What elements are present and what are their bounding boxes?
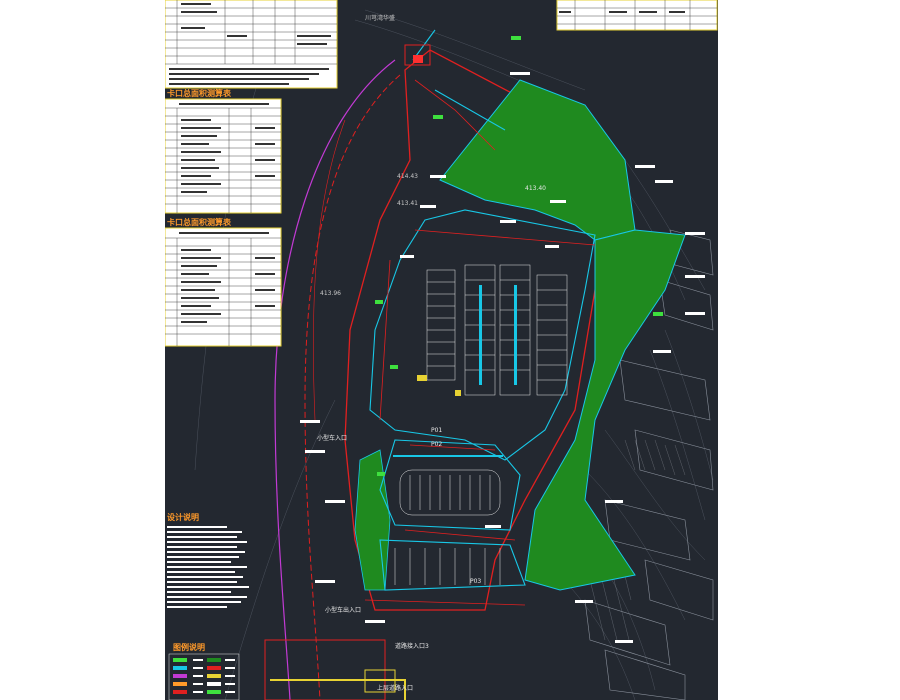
site-label-top: 川芎湾华盛 <box>365 14 395 22</box>
notes-body <box>167 526 249 608</box>
table-top-right <box>556 0 718 31</box>
green-zone-west-strip <box>354 449 391 591</box>
parking-stalls <box>426 264 568 396</box>
elevation-left-arc: 413.96 <box>320 290 341 297</box>
red-inner-lines <box>364 79 596 606</box>
building-footprints <box>584 229 714 700</box>
parking-code-1: P01 <box>431 427 442 434</box>
entrance-label-1: 小型车入口 <box>317 434 347 442</box>
green-markers <box>375 36 663 476</box>
green-zone-east <box>524 229 686 591</box>
table-2-title: 卡口总面积测算表 <box>167 88 232 98</box>
green-zone-north <box>439 79 636 241</box>
parking-code-2: P02 <box>431 441 442 448</box>
cad-drawing-viewport[interactable]: 413.40 414.43 413.41 413.96 川芎湾华盛 小型车入口 … <box>165 0 718 700</box>
red-boundary-arc <box>304 74 401 700</box>
table-3 <box>165 227 282 347</box>
parking-code-3: P03 <box>470 578 481 585</box>
entrance-label-2: 小型车出入口 <box>325 606 361 614</box>
annotation-tags <box>300 72 705 643</box>
table-3-title: 卡口总面积测算表 <box>167 217 232 227</box>
legend-body <box>168 653 240 700</box>
lower-parking <box>394 469 501 585</box>
elevation-main: 413.40 <box>525 185 546 192</box>
ramp-label: 道路接入口3 <box>395 642 429 650</box>
table-2 <box>165 98 282 214</box>
table-1 <box>165 0 338 89</box>
legend-title: 图例说明 <box>173 642 205 652</box>
notes-title: 设计说明 <box>167 512 199 522</box>
green-zones <box>354 79 686 591</box>
cad-site-plan: 413.40 414.43 413.41 413.96 川芎湾华盛 小型车入口 … <box>165 0 718 700</box>
entrance-access <box>264 44 461 700</box>
stall-markers <box>393 285 517 457</box>
elevation-left-mid: 413.41 <box>397 200 418 207</box>
bottom-label: 上层道路入口 <box>377 684 413 692</box>
elevation-left-upper: 414.43 <box>397 173 418 180</box>
outer-boundary-arc <box>274 59 396 700</box>
